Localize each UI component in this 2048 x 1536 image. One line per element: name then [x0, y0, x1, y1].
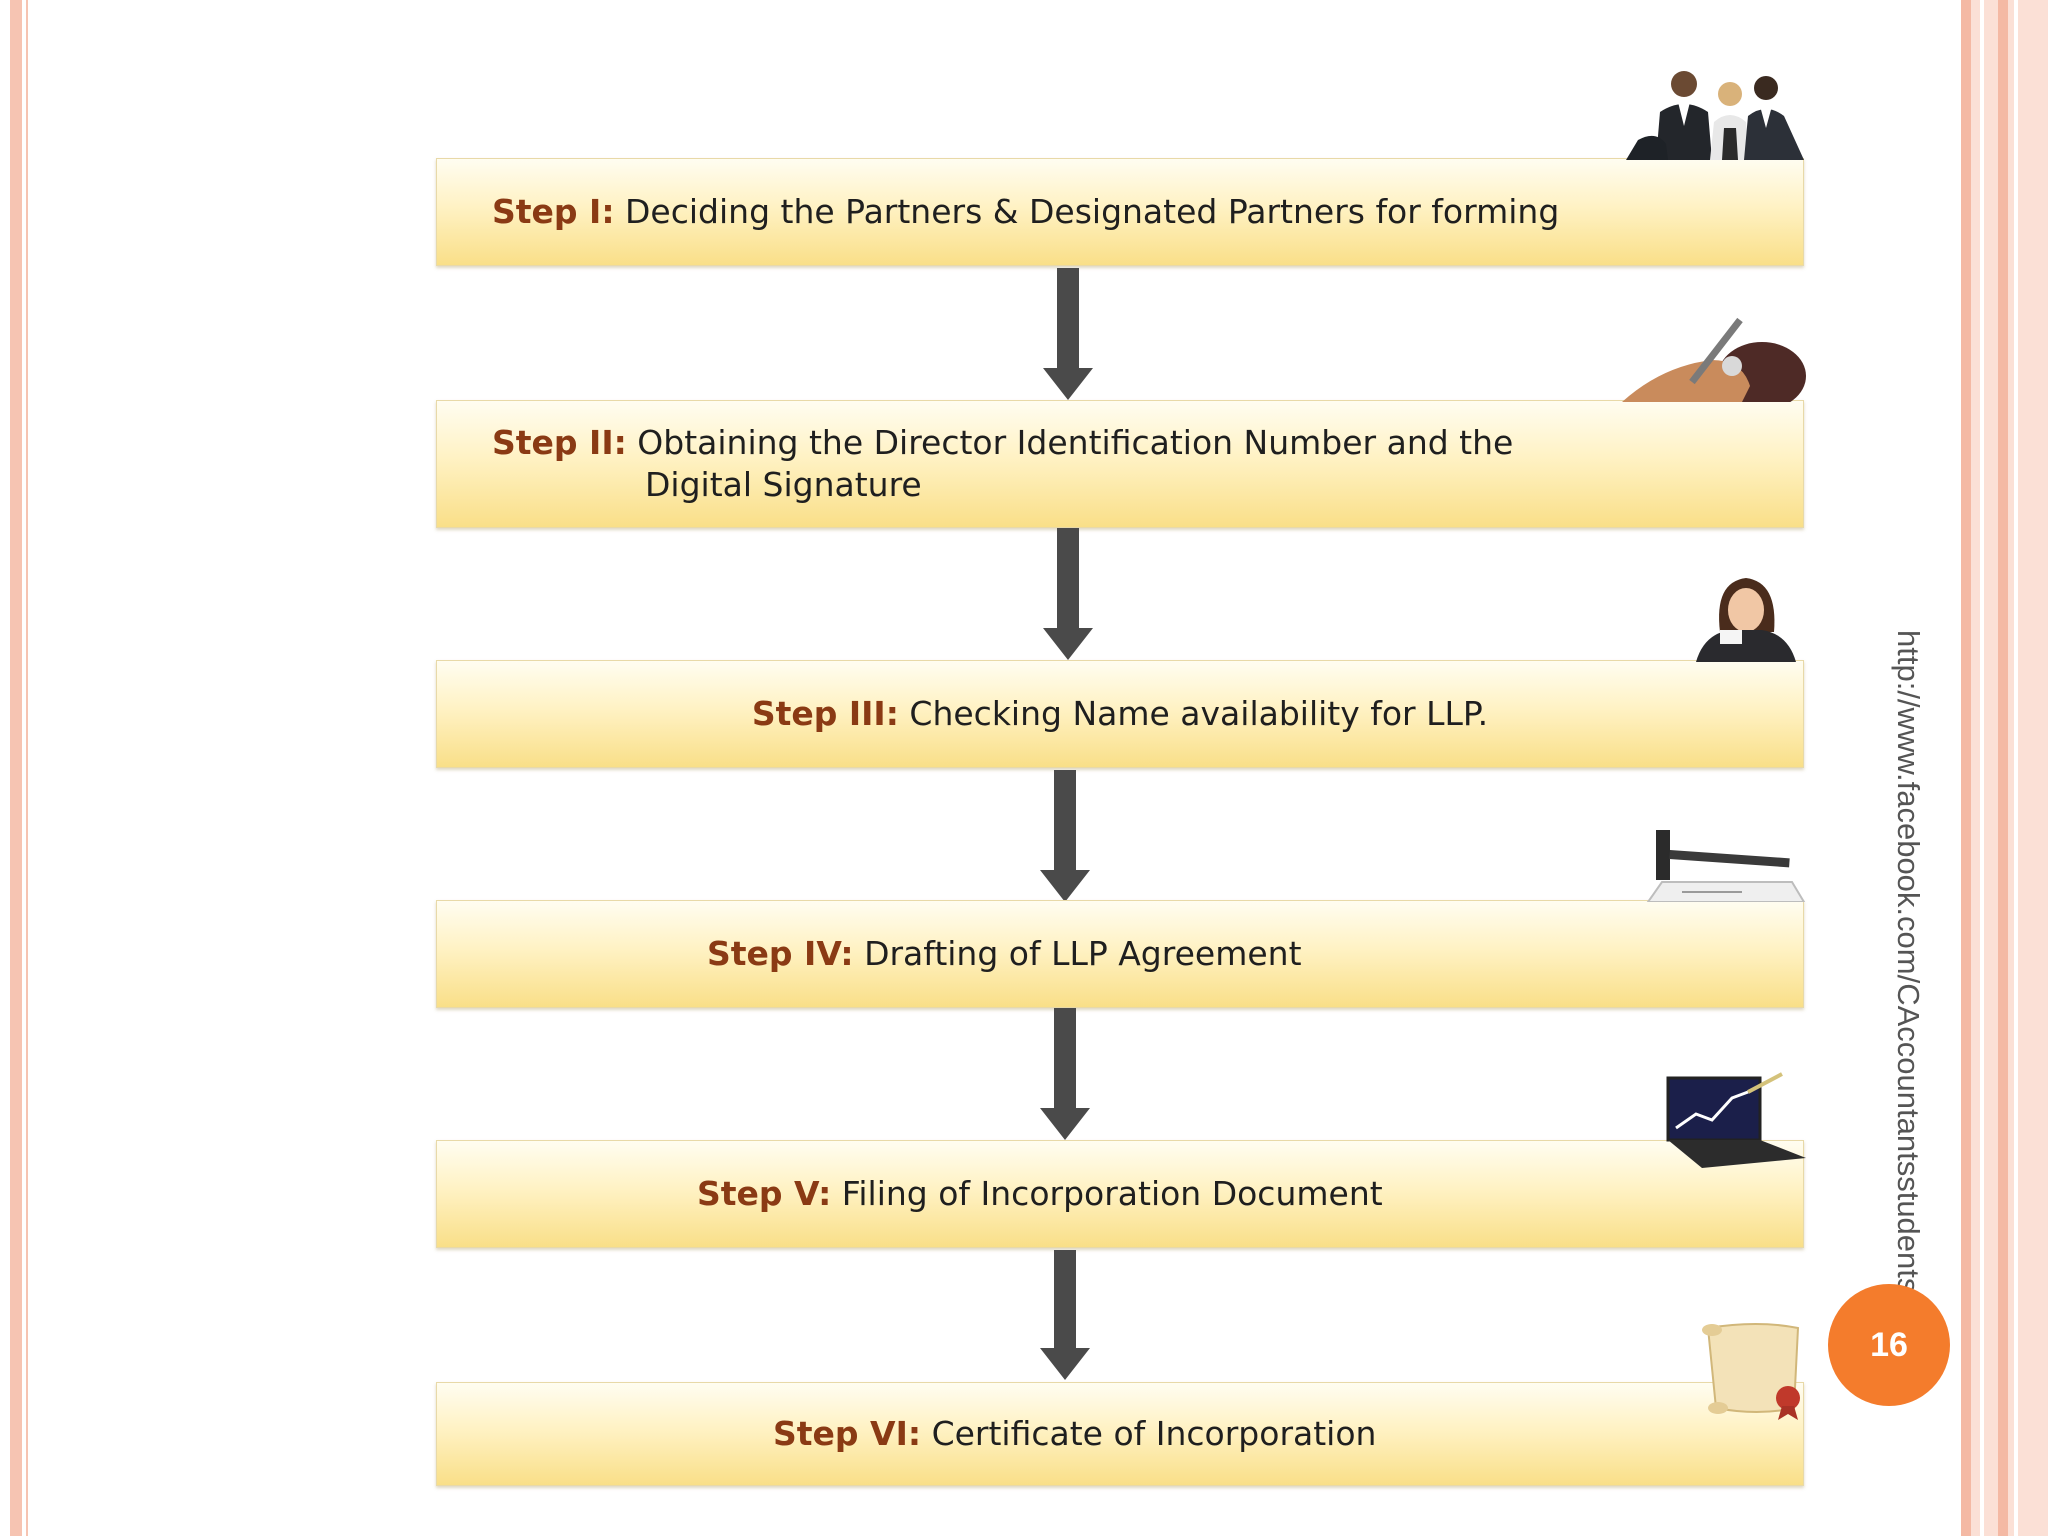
certificate-scroll-icon [1702, 1323, 1800, 1420]
slide-frame-right-stripe [1980, 0, 1984, 1536]
flow-arrow-1 [1043, 268, 1093, 400]
slide-frame-right-bar [1961, 0, 1971, 1536]
flow-arrow-4 [1040, 1008, 1090, 1140]
step-box-2: Step II: Obtaining the Director Identifi… [436, 400, 1804, 528]
step-1-text: Deciding the Partners & Designated Partn… [625, 192, 1560, 231]
step-box-4: Step IV: Drafting of LLP Agreement [436, 900, 1804, 1008]
laptop-chart-icon [1666, 1072, 1806, 1168]
step-5-prefix: Step V: [697, 1174, 832, 1213]
step-5-text: Filing of Incorporation Document [841, 1174, 1383, 1213]
businesswoman-icon [1696, 578, 1796, 662]
step-6-prefix: Step VI: [773, 1414, 922, 1453]
step-1-prefix: Step I: [492, 192, 615, 231]
flow-arrow-2 [1043, 528, 1093, 660]
flow-arrow-3 [1040, 770, 1090, 902]
step-4-prefix: Step IV: [707, 934, 854, 973]
slide-page-number: 16 [1828, 1284, 1950, 1406]
step-box-1: Step I: Deciding the Partners & Designat… [436, 158, 1804, 266]
step-box-5: Step V: Filing of Incorporation Document [436, 1140, 1804, 1248]
flow-arrow-5 [1040, 1250, 1090, 1380]
step-2-text-line-2: Digital Signature [645, 465, 922, 504]
step-box-3: Step III: Checking Name availability for… [436, 660, 1804, 768]
signing-pen-icon [1622, 317, 1806, 402]
step-3-prefix: Step III: [751, 694, 899, 733]
step-4-text: Drafting of LLP Agreement [864, 934, 1302, 973]
gavel-icon [1646, 830, 1806, 902]
step-box-6: Step VI: Certificate of Incorporation [436, 1382, 1804, 1486]
step-3-text: Checking Name availability for LLP. [909, 694, 1489, 733]
slide-frame-left-bar [10, 0, 22, 1536]
slide-frame-right-bar-2 [1998, 0, 2008, 1536]
facebook-url-watermark: http://www.facebook.com/CAccountantsstud… [1891, 630, 1926, 1294]
step-2-prefix: Step II: [492, 423, 627, 462]
business-people-icon [1626, 71, 1804, 160]
slide-frame-right-stripe-2 [2014, 0, 2018, 1536]
step-2-text-line-1: Obtaining the Director Identification Nu… [637, 423, 1514, 462]
slide-frame-left-line [26, 0, 28, 1536]
step-6-text: Certificate of Incorporation [931, 1414, 1377, 1453]
